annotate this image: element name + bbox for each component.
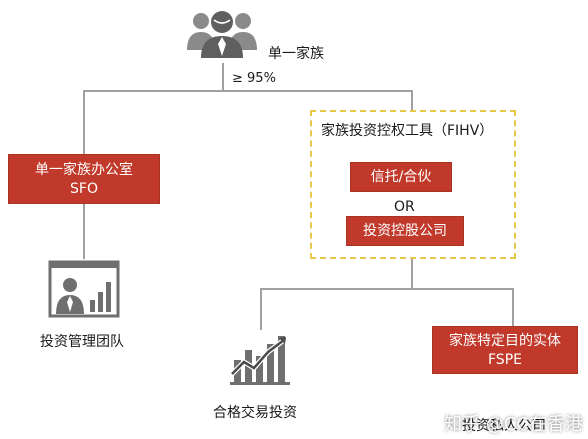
connector-right-drop — [411, 90, 413, 110]
holding-company-label: 投资控股公司 — [363, 223, 447, 239]
sfo-abbrev: SFO — [70, 181, 98, 197]
connector-right-child-drop — [512, 288, 514, 326]
fihv-title: 家族投资控权工具（FIHV） — [321, 123, 494, 139]
connector-top-vertical — [222, 63, 224, 91]
presentation-person-chart-icon — [48, 260, 120, 320]
connector-bottom-horizontal — [260, 288, 514, 290]
trust-partnership-label: 信托/合伙 — [370, 169, 432, 185]
sfo-title: 单一家族办公室 — [35, 162, 133, 178]
trading-label: 合格交易投资 — [213, 405, 297, 421]
bar-chart-trend-icon — [228, 330, 292, 386]
top-title: 单一家族 — [268, 46, 324, 62]
fspe-title: 家族特定目的实体 — [449, 333, 561, 349]
or-label: OR — [394, 199, 415, 215]
connector-sfo-down — [83, 204, 85, 259]
ownership-label: ≥ 95% — [232, 71, 276, 86]
group-people-icon — [183, 4, 261, 60]
connector-left-drop — [83, 90, 85, 154]
holding-company-box: 投资控股公司 — [346, 216, 464, 246]
connector-left-child-drop — [260, 288, 262, 330]
trust-partnership-box: 信托/合伙 — [350, 162, 452, 192]
connector-fihv-down — [411, 259, 413, 289]
fihv-dashed-box — [310, 110, 516, 259]
fspe-box: 家族特定目的实体 FSPE — [432, 326, 578, 374]
fspe-abbrev: FSPE — [488, 352, 522, 368]
team-label: 投资管理团队 — [40, 334, 124, 350]
private-company-label: 投资私人公司 — [462, 418, 546, 434]
zhihu-watermark: 知乎 @CC在香港 — [444, 414, 583, 435]
connector-main-horizontal — [83, 90, 413, 92]
sfo-box: 单一家族办公室 SFO — [8, 154, 160, 204]
